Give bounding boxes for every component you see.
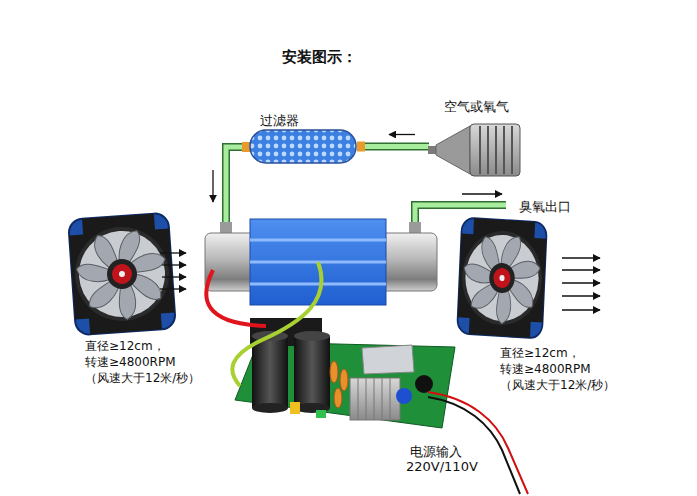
- gas-source: 空气或氧气: [428, 96, 524, 178]
- node-label: 空气或氧气: [444, 98, 509, 116]
- gas-pipe-connector: [357, 135, 429, 152]
- outlet-label: 臭氧出口: [519, 198, 571, 216]
- fan-spec: 转速≥4800RPM: [500, 361, 591, 378]
- node-text-block: 空气或氧气: [428, 96, 524, 116]
- fan-spec: 转速≥4800RPM: [85, 354, 176, 371]
- pipe-fill: [357, 144, 429, 149]
- node-label: 过滤器: [260, 112, 299, 130]
- filter: 过滤器: [248, 110, 358, 166]
- pipe-fitting: [357, 142, 365, 152]
- fan-spec: 直径≥12cm，: [500, 345, 580, 362]
- node-text-block: 过滤器: [248, 110, 358, 130]
- fan-spec: 直径≥12cm，: [85, 338, 165, 355]
- pipe-outline: [357, 143, 429, 151]
- flow-arrow: [389, 134, 415, 135]
- fan-spec: （风速大于12米/秒）: [85, 370, 200, 387]
- fan-spec: （风速大于12米/秒）: [500, 377, 615, 394]
- power-label: 电源输入: [410, 443, 462, 461]
- diagram-title: 安装图示：: [282, 48, 357, 67]
- power-label: 220V/110V: [406, 459, 478, 474]
